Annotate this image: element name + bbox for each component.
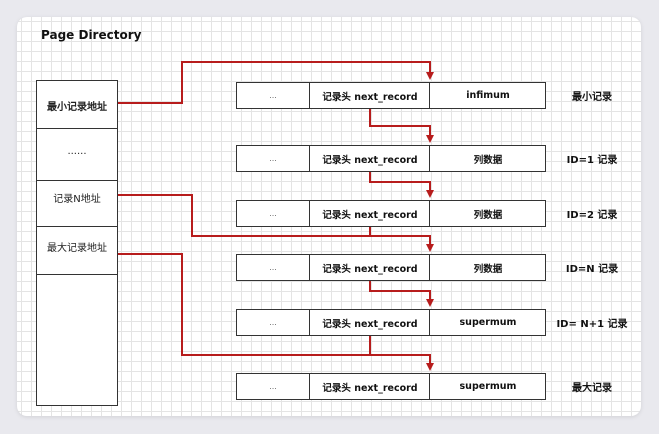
record-ellipsis: ...: [269, 209, 277, 218]
directory-slot-label: 最小记录地址: [47, 102, 107, 113]
directory-slot-ellipsis: ......: [37, 129, 117, 181]
record-label: ID=N 记录: [565, 264, 619, 275]
next-record-arrow: [369, 281, 434, 307]
record-label: 最大记录: [572, 383, 612, 394]
directory-slot-label: 最大记录地址: [47, 243, 107, 254]
record-ellipsis: ...: [269, 318, 277, 327]
directory-slot-max: 最大记录地址: [37, 227, 117, 275]
record-data: 列数据: [429, 255, 546, 280]
record-ellipsis: ...: [269, 91, 277, 100]
record-header: 记录头 next_record: [309, 310, 430, 335]
record-ellipsis: ...: [269, 382, 277, 391]
record-row: ... 记录头 next_record supermum: [236, 309, 546, 336]
record-label: ID=1 记录: [566, 155, 618, 166]
directory-slot-record-n: 记录N地址: [37, 181, 117, 227]
record-row: ... 记录头 next_record infimum: [236, 82, 546, 109]
next-record-arrow: [369, 172, 434, 198]
record-ellipsis: ...: [269, 263, 277, 272]
record-header: 记录头 next_record: [309, 374, 430, 399]
directory-n-to-record-arrow: [118, 194, 430, 237]
directory-max-to-supremum-arrow: [118, 253, 430, 356]
record-data: supermum: [429, 310, 546, 335]
record-row: ... 记录头 next_record 列数据: [236, 254, 546, 281]
directory-min-to-infimum-arrow: [118, 61, 434, 104]
next-record-arrow: [369, 336, 434, 371]
record-data: 列数据: [429, 146, 546, 171]
record-header: 记录头 next_record: [309, 146, 430, 171]
record-data: infimum: [429, 83, 546, 108]
record-data: 列数据: [429, 201, 546, 226]
record-header: 记录头 next_record: [309, 83, 430, 108]
record-data: supermum: [429, 374, 546, 399]
record-row: ... 记录头 next_record 列数据: [236, 145, 546, 172]
record-header: 记录头 next_record: [309, 201, 430, 226]
record-label: 最小记录: [572, 92, 612, 103]
diagram-title: Page Directory: [41, 28, 142, 42]
directory-slot-min: 最小记录地址: [37, 81, 117, 129]
record-header: 记录头 next_record: [309, 255, 430, 280]
next-record-arrow: [369, 227, 434, 252]
record-row: ... 记录头 next_record supermum: [236, 373, 546, 400]
record-row: ... 记录头 next_record 列数据: [236, 200, 546, 227]
record-label: ID= N+1 记录: [556, 319, 628, 330]
directory-slot-label: ......: [67, 146, 87, 157]
record-label: ID=2 记录: [566, 210, 618, 221]
page-directory-column: 最小记录地址 ...... 记录N地址 最大记录地址: [36, 80, 118, 406]
record-ellipsis: ...: [269, 154, 277, 163]
directory-slot-label: 记录N地址: [53, 194, 101, 205]
next-record-arrow: [369, 109, 434, 143]
